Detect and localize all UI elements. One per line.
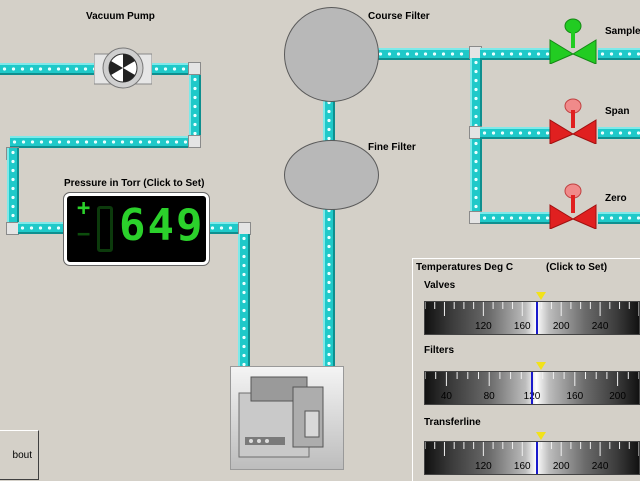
gauge-transferline-thumb[interactable] [536, 432, 546, 440]
pipe [189, 75, 201, 141]
zero-label: Zero [605, 193, 627, 204]
pipe [376, 48, 472, 60]
pipe [480, 212, 550, 224]
course-filter[interactable] [284, 7, 379, 102]
pipe [10, 136, 198, 148]
sample-valve[interactable] [548, 18, 598, 65]
gauge-valves-label: Valves [424, 280, 456, 291]
pipe-joint [188, 62, 201, 75]
gauge-needle [535, 302, 538, 334]
gauge-needle [535, 442, 538, 474]
gauge-tick-label: 240 [591, 461, 609, 472]
gauge-tick-label: 80 [483, 391, 495, 402]
pipe [598, 127, 640, 139]
vacuum-pump-label: Vacuum Pump [86, 11, 155, 22]
gauge-tick-label: 160 [566, 391, 584, 402]
vacuum-pump[interactable] [93, 46, 153, 90]
gauge-filters-thumb[interactable] [536, 362, 546, 370]
temperatures-click-to-set: (Click to Set) [546, 262, 608, 273]
gauge-needle [531, 372, 533, 404]
gauge-tick-label: 160 [513, 461, 531, 472]
pipe [152, 63, 196, 75]
temperatures-panel [412, 258, 640, 481]
pipe [208, 222, 244, 234]
gauge-filters-label: Filters [424, 345, 455, 356]
gauge-tick-label: 160 [513, 321, 531, 332]
fine-filter[interactable] [284, 140, 379, 210]
gauge-tick-label: 200 [552, 461, 570, 472]
pressure-sign-plus: + [77, 196, 93, 221]
pressure-label: Pressure in Torr (Click to Set) [64, 178, 205, 189]
pipe [323, 98, 335, 144]
gauge-filters[interactable]: 4080120160200 [424, 371, 640, 405]
gauge-tick-label: 200 [552, 321, 570, 332]
pipe [238, 234, 250, 366]
gauge-valves[interactable]: 120 160 200 240 [424, 301, 640, 335]
sample-label: Sample [605, 26, 640, 37]
gauge-tick-label: 120 [475, 321, 492, 332]
fine-filter-label: Fine Filter [368, 142, 416, 153]
pipe [7, 148, 19, 224]
gauge-tick-label: 40 [440, 391, 452, 402]
instrument-image [230, 366, 344, 470]
gauge-valves-thumb[interactable] [536, 292, 546, 300]
pressure-display[interactable]: + − 649 [63, 192, 210, 266]
pipe [0, 63, 96, 75]
pressure-sign-minus: − [77, 222, 93, 247]
gauge-tick-label: 120 [475, 461, 492, 472]
gauge-transferline[interactable]: 120 160 200 240 [424, 441, 640, 475]
pressure-ghost-digit [97, 206, 113, 252]
pipe [480, 127, 550, 139]
span-valve[interactable] [548, 98, 598, 145]
pipe [598, 212, 640, 224]
span-label: Span [605, 106, 630, 117]
zero-valve[interactable] [548, 183, 598, 230]
pressure-value: 649 [119, 200, 205, 251]
gauge-tick-label: 200 [609, 391, 626, 402]
pipe [480, 48, 550, 60]
pipe [18, 222, 66, 234]
pipe [323, 206, 335, 366]
pipe-joint [188, 135, 201, 148]
gauge-tick-label: 240 [591, 321, 609, 332]
temperatures-title: Temperatures Deg C [416, 262, 514, 273]
gauge-transferline-label: Transferline [424, 417, 481, 428]
course-filter-label: Course Filter [368, 11, 430, 22]
about-button[interactable]: bout [0, 430, 39, 480]
pipe [598, 48, 640, 60]
